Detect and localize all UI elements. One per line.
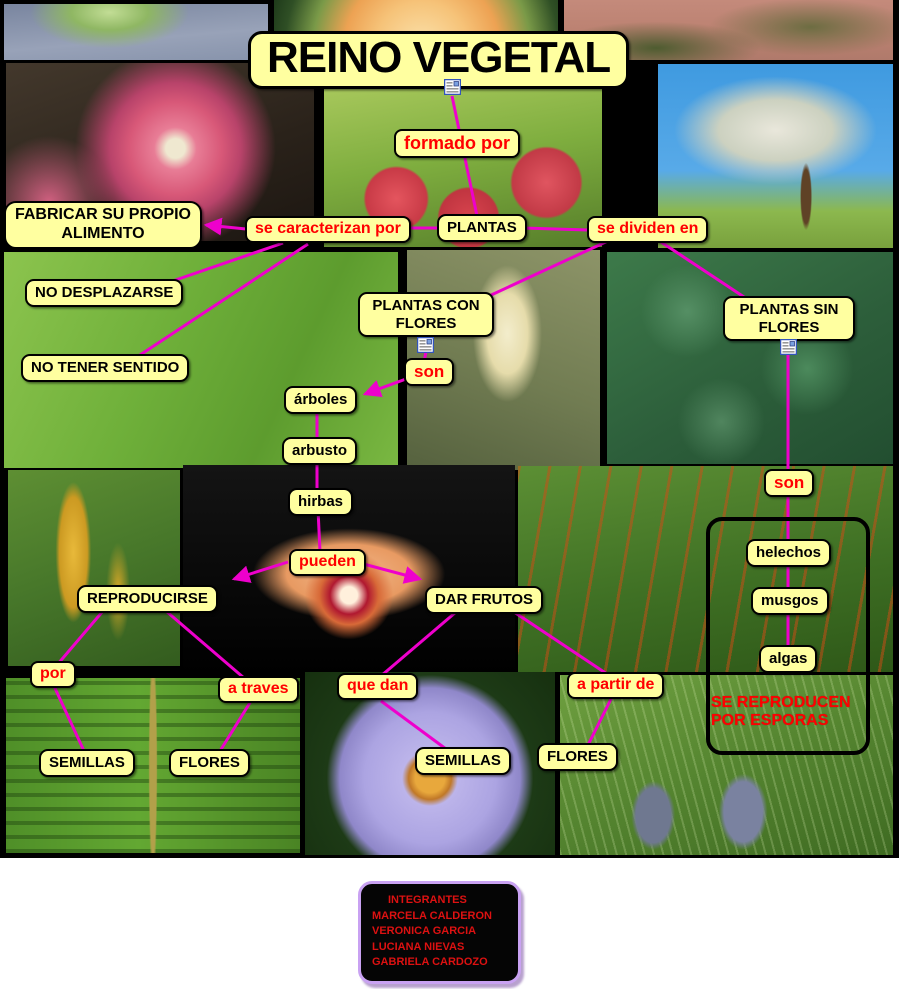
- credits-member: LUCIANA NIEVAS: [372, 940, 465, 953]
- node-fabricar-su-propio-alimento[interactable]: FABRICAR SU PROPIO ALIMENTO: [4, 201, 202, 249]
- node-plantas[interactable]: PLANTAS: [437, 214, 527, 242]
- node-arboles[interactable]: árboles: [284, 386, 358, 414]
- node-semillas-izquierda[interactable]: SEMILLAS: [39, 749, 135, 777]
- node-arbusto[interactable]: arbusto: [282, 437, 358, 465]
- credits-member: GABRIELA CARDOZO: [372, 956, 488, 968]
- link-por[interactable]: por: [30, 661, 76, 688]
- resource-icon[interactable]: [417, 337, 434, 353]
- node-no-tener-sentido[interactable]: NO TENER SENTIDO: [21, 354, 190, 382]
- node-algas[interactable]: algas: [759, 645, 818, 673]
- credits-title: INTEGRANTES: [388, 894, 467, 906]
- link-formado-por[interactable]: formado por: [394, 129, 520, 159]
- node-flores-centro[interactable]: FLORES: [537, 743, 618, 771]
- note-se-reproducen-por-esporas[interactable]: SE REPRODUCEN POR ESPORAS: [711, 694, 851, 730]
- credits-member: MARCELA CALDERON: [372, 909, 492, 922]
- node-musgos[interactable]: musgos: [751, 587, 829, 615]
- link-a-partir-de[interactable]: a partir de: [567, 672, 665, 699]
- credits-box: INTEGRANTES MARCELA CALDERON VERONICA GA…: [358, 881, 521, 984]
- link-pueden[interactable]: pueden: [289, 549, 366, 576]
- map-title-node[interactable]: REINO VEGETAL: [248, 31, 630, 89]
- node-flores-izquierda[interactable]: FLORES: [169, 749, 250, 777]
- credits-member: VERONICA GARCIA: [372, 925, 477, 937]
- node-plantas-con-flores[interactable]: PLANTAS CON FLORES: [358, 292, 494, 338]
- link-se-caracterizan-por[interactable]: se caracterizan por: [245, 216, 411, 243]
- photo-liverwort: [607, 252, 893, 464]
- photo-algae-micrograph: [4, 4, 268, 60]
- node-semillas-centro[interactable]: SEMILLAS: [415, 747, 511, 775]
- node-plantas-sin-flores[interactable]: PLANTAS SIN FLORES: [723, 296, 855, 342]
- link-son-sin-flores[interactable]: son: [764, 469, 815, 498]
- node-hirbas[interactable]: hirbas: [288, 488, 354, 516]
- node-dar-frutos[interactable]: DAR FRUTOS: [425, 586, 544, 614]
- link-son-con-flores[interactable]: son: [404, 358, 455, 387]
- node-helechos[interactable]: helechos: [746, 539, 832, 567]
- node-no-desplazarse[interactable]: NO DESPLAZARSE: [25, 279, 184, 307]
- node-reproducirse[interactable]: REPRODUCIRSE: [77, 585, 218, 613]
- resource-icon[interactable]: [780, 339, 797, 355]
- link-se-dividen-en[interactable]: se dividen en: [587, 216, 709, 243]
- link-a-traves[interactable]: a traves: [218, 676, 299, 703]
- photo-collage: REINO VEGETAL formado por PLANTAS se car…: [0, 0, 899, 858]
- link-que-dan[interactable]: que dan: [337, 673, 419, 700]
- photo-cycad-cones: [8, 470, 180, 666]
- resource-icon[interactable]: [444, 79, 461, 95]
